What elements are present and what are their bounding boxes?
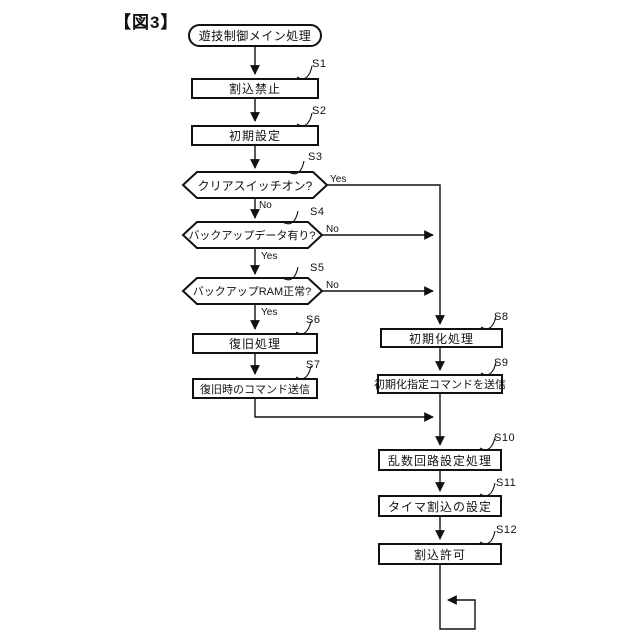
start-terminal: 遊技制御メイン処理 [188,24,322,47]
step-id-s2: S2 [312,105,327,117]
step-id-s1: S1 [312,58,327,70]
branch-s5-no: No [326,280,339,291]
process-s7: 復旧時のコマンド送信 [192,378,318,399]
leader-s5 [282,266,299,281]
process-s9: 初期化指定コマンドを送信 [374,374,506,394]
figure-label: 【図3】 [114,13,179,32]
step-id-s9: S9 [494,357,509,369]
branch-s3-no: No [259,200,272,211]
leader-s1 [296,65,313,80]
decision-s4-text: バックアップデータ有り? [188,230,316,242]
process-s6: 復旧処理 [192,333,318,354]
step-id-s8: S8 [494,311,509,323]
decision-s3-text: クリアスイッチオン? [197,178,313,193]
process-s2: 初期設定 [191,125,319,146]
edge-s3-yes-to-s8 [327,184,445,325]
leader-s2 [296,112,313,127]
decision-s5-text: バックアップRAM正常? [192,286,312,298]
process-s10: 乱数回路設定処理 [378,449,502,471]
step-id-s5: S5 [310,262,325,274]
leader-s3 [288,160,305,175]
branch-s3-yes: Yes [330,174,347,185]
leader-s8 [480,315,497,330]
edge-s12-loop [439,565,476,630]
step-id-s7: S7 [306,359,321,371]
step-id-s10: S10 [494,432,516,444]
leader-s10 [479,436,496,451]
step-id-s12: S12 [496,524,518,536]
step-id-s11: S11 [496,477,517,489]
branch-s5-yes: Yes [261,307,278,318]
edge-s7-merge [254,399,434,422]
step-id-s4: S4 [310,206,325,218]
branch-s4-no: No [326,224,339,235]
leader-s9 [480,361,497,376]
leader-s4 [282,210,299,225]
process-s11: タイマ割込の設定 [378,495,502,517]
step-id-s3: S3 [308,151,323,163]
process-s8: 初期化処理 [380,328,503,348]
leader-s6 [295,320,312,335]
leader-s7 [295,365,312,380]
leader-s12 [479,530,496,545]
process-s1: 割込禁止 [191,78,319,99]
step-id-s6: S6 [306,314,321,326]
branch-s4-yes: Yes [261,251,278,262]
process-s12: 割込許可 [378,543,502,565]
leader-s11 [479,482,496,497]
